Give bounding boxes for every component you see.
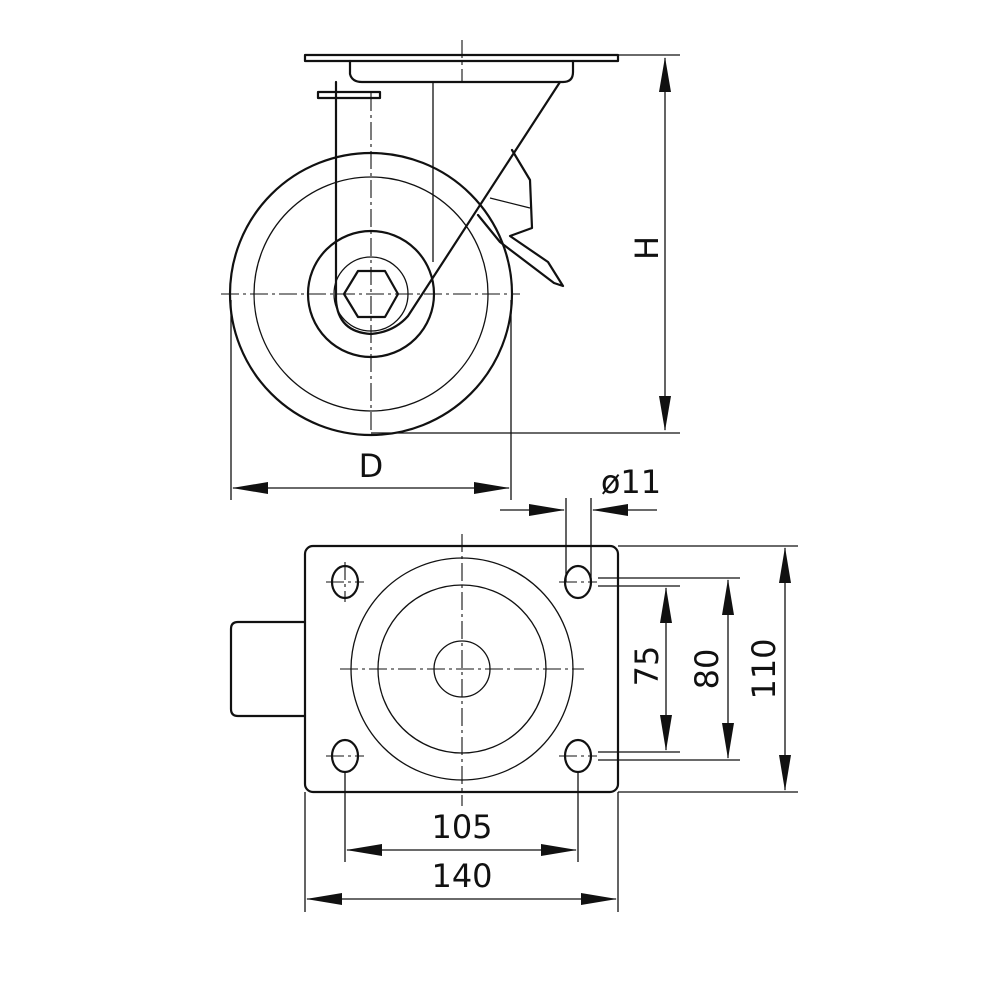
caster-side-view: H D [221, 40, 680, 500]
caster-top-view: ø11 105 140 75 80 110 [229, 463, 798, 912]
dim105-arrow-left [346, 844, 382, 856]
hole-arrow-right [592, 504, 628, 516]
dim105-arrow-right [541, 844, 577, 856]
brake-pedal [229, 620, 307, 718]
dim75-arrow-top [660, 587, 672, 623]
brake-lever [476, 148, 565, 288]
hole-spacing-x-label: 105 [431, 808, 492, 846]
plate-length-label: 110 [745, 638, 783, 699]
hole-diameter-label: ø11 [601, 463, 661, 501]
brake-tab [316, 90, 382, 100]
hole-spacing-y-b-label: 80 [688, 649, 726, 690]
bolt-hole-bottom-left [326, 738, 364, 774]
d-arrow-left [232, 482, 268, 494]
height-label: H [628, 236, 666, 260]
dim75-arrow-bottom [660, 715, 672, 751]
dim140-arrow-left [306, 893, 342, 905]
hole-spacing-y-a-label: 75 [628, 646, 666, 687]
dim110-arrow-bottom [779, 755, 791, 791]
h-arrow-bottom [659, 396, 671, 431]
plate-width-label: 140 [431, 857, 492, 895]
hole-arrow-left [529, 504, 565, 516]
bolt-hole-bottom-right [559, 738, 597, 774]
fork [334, 80, 562, 336]
dim80-arrow-top [722, 579, 734, 615]
dim140-arrow-right [581, 893, 617, 905]
d-arrow-right [474, 482, 510, 494]
brake-link [489, 197, 531, 209]
h-arrow-top [659, 57, 671, 92]
diameter-label: D [359, 447, 384, 485]
dim80-arrow-bottom [722, 723, 734, 759]
top-plate [303, 53, 620, 63]
dim110-arrow-top [779, 547, 791, 583]
bolt-hole-top-left [326, 562, 364, 602]
